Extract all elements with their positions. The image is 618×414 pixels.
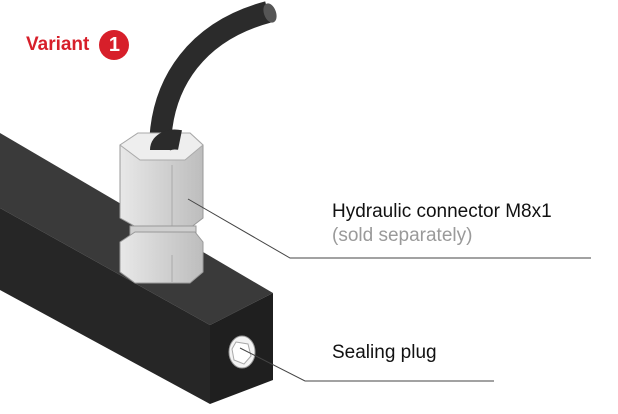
sealing-plug: [228, 335, 256, 369]
leader-lines: [187, 198, 591, 382]
hydraulic-connector: [119, 129, 204, 284]
variant-label: Variant: [26, 34, 90, 55]
connector-note: (sold separately): [332, 225, 473, 246]
variant-number-badge: 1: [99, 30, 130, 60]
variant-heading: Variant 1: [26, 30, 130, 60]
hose: [149, 1, 277, 151]
sealing-plug-label: Sealing plug: [332, 342, 437, 363]
connector-label: Hydraulic connector M8x1: [332, 201, 552, 222]
